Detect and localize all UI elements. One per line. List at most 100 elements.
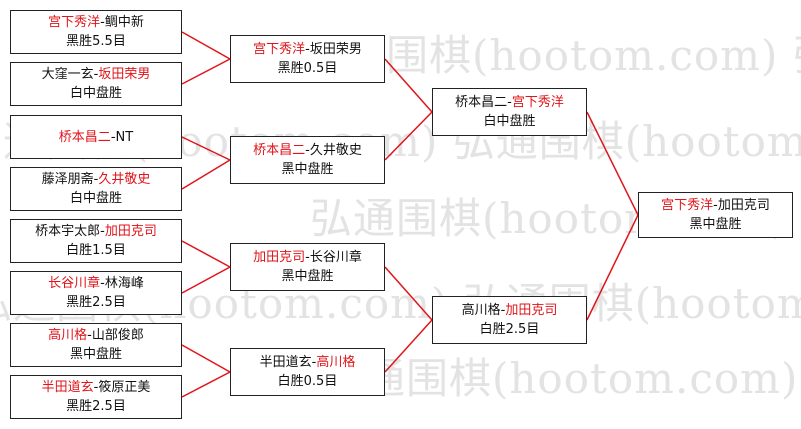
separator: - bbox=[100, 224, 105, 239]
player-name: 桥本昌二 bbox=[455, 95, 508, 110]
match-players: 半田道玄-高川格 bbox=[260, 353, 356, 372]
bracket-line bbox=[181, 136, 231, 161]
match-players: 加田克司-长谷川章 bbox=[253, 248, 362, 267]
match-result: 黑胜5.5目 bbox=[66, 34, 126, 49]
match-box-r3-2: 高川格-加田克司白胜2.5目 bbox=[432, 296, 587, 344]
match-box-r1-6: 长谷川章-林海峰黑胜2.5目 bbox=[10, 271, 182, 315]
match-box-r1-1: 宫下秀洋-鲷中新黑胜5.5目 bbox=[10, 10, 182, 54]
match-result: 白胜2.5目 bbox=[479, 322, 540, 337]
winner-name: 宫下秀洋 bbox=[661, 198, 714, 213]
bracket-line bbox=[384, 111, 433, 161]
match-result: 黑胜2.5目 bbox=[66, 399, 126, 414]
winner-name: 半田道玄 bbox=[41, 380, 94, 395]
match-box-r3-1: 桥本昌二-宫下秀洋白中盘胜 bbox=[432, 88, 587, 136]
match-players: 高川格-山部俊郎 bbox=[48, 326, 144, 345]
match-result: 白中盘胜 bbox=[483, 114, 536, 129]
player-name: 山部俊郎 bbox=[91, 328, 144, 343]
player-name: 高川格 bbox=[461, 303, 501, 318]
match-result: 黑中盘胜 bbox=[689, 217, 742, 232]
bracket-line bbox=[586, 111, 639, 216]
match-box-r1-8: 半田道玄-筱原正美黑胜2.5目 bbox=[10, 375, 182, 419]
winner-name: 桥本昌二 bbox=[253, 143, 306, 158]
player-name: 坂田荣男 bbox=[309, 42, 362, 57]
match-box-r4-1: 宫下秀洋-加田克司黑中盘胜 bbox=[638, 192, 793, 238]
match-players: 宫下秀洋-鲷中新 bbox=[48, 13, 144, 32]
winner-name: 加田克司 bbox=[253, 250, 306, 265]
match-result: 白中盘胜 bbox=[69, 86, 122, 101]
separator: - bbox=[507, 95, 512, 110]
player-name: 林海峰 bbox=[104, 276, 144, 291]
match-players: 桥本昌二-久井敬史 bbox=[253, 141, 362, 160]
match-players: 半田道玄-筱原正美 bbox=[42, 378, 151, 397]
separator: - bbox=[100, 276, 105, 291]
winner-name: 宫下秀洋 bbox=[511, 95, 564, 110]
match-box-r1-2: 大窪一玄-坂田荣男白中盘胜 bbox=[10, 62, 182, 106]
match-players: 桥本宇太郎-加田克司 bbox=[35, 222, 157, 241]
winner-name: 久井敬史 bbox=[98, 172, 151, 187]
winner-name: 长谷川章 bbox=[48, 276, 101, 291]
match-box-r2-3: 加田克司-长谷川章黑中盘胜 bbox=[230, 243, 385, 291]
match-players: 高川格-加田克司 bbox=[462, 301, 558, 320]
winner-name: 宫下秀洋 bbox=[48, 15, 101, 30]
winner-name: 宫下秀洋 bbox=[253, 42, 306, 57]
separator: - bbox=[311, 355, 317, 370]
match-box-r2-2: 桥本昌二-久井敬史黑中盘胜 bbox=[230, 136, 385, 184]
match-result: 黑中盘胜 bbox=[69, 347, 122, 362]
separator: - bbox=[110, 129, 116, 145]
match-box-r1-7: 高川格-山部俊郎黑中盘胜 bbox=[10, 323, 182, 367]
bracket-line bbox=[181, 31, 231, 60]
player-name: 鲷中新 bbox=[104, 15, 144, 30]
bracket-line bbox=[181, 240, 231, 268]
match-box-r2-1: 宫下秀洋-坂田荣男黑胜0.5目 bbox=[230, 35, 385, 83]
player-name: 长谷川章 bbox=[309, 250, 362, 265]
match-result: 白胜0.5目 bbox=[277, 374, 338, 389]
match-result: 白胜1.5目 bbox=[66, 243, 126, 258]
player-name: NT bbox=[115, 129, 134, 145]
winner-name: 高川格 bbox=[316, 355, 356, 370]
bracket-line bbox=[384, 58, 433, 113]
winner-name: 加田克司 bbox=[104, 224, 157, 239]
bracket-line bbox=[384, 266, 433, 321]
player-name: 大窪一玄 bbox=[41, 67, 94, 82]
match-result: 黑中盘胜 bbox=[281, 269, 334, 284]
separator: - bbox=[87, 328, 92, 343]
player-name: 桥本宇太郎 bbox=[35, 224, 101, 239]
match-players: 长谷川章-林海峰 bbox=[48, 274, 144, 293]
player-name: 筱原正美 bbox=[98, 380, 151, 395]
match-result: 黑中盘胜 bbox=[281, 162, 334, 177]
player-name: 半田道玄 bbox=[259, 355, 312, 370]
separator: - bbox=[93, 172, 99, 187]
match-players: 藤泽朋斋-久井敬史 bbox=[42, 170, 151, 189]
winner-name: 高川格 bbox=[48, 328, 88, 343]
winner-name: 桥本昌二 bbox=[58, 129, 111, 145]
match-result: 黑胜2.5目 bbox=[66, 295, 126, 310]
winner-name: 加田克司 bbox=[505, 303, 558, 318]
match-result: 黑胜0.5目 bbox=[277, 61, 338, 76]
bracket-line bbox=[181, 159, 231, 190]
match-box-r1-3: 桥本昌二-NT bbox=[10, 115, 182, 159]
separator: - bbox=[93, 380, 99, 395]
separator: - bbox=[305, 250, 310, 265]
match-box-r1-4: 藤泽朋斋-久井敬史白中盘胜 bbox=[10, 167, 182, 211]
match-box-r1-5: 桥本宇太郎-加田克司白胜1.5目 bbox=[10, 219, 182, 263]
separator: - bbox=[305, 143, 310, 158]
match-players: 宫下秀洋-坂田荣男 bbox=[253, 40, 362, 59]
player-name: 加田克司 bbox=[717, 198, 770, 213]
bracket-line bbox=[181, 371, 231, 398]
separator: - bbox=[713, 198, 718, 213]
match-result: 白中盘胜 bbox=[69, 191, 122, 206]
separator: - bbox=[100, 15, 105, 30]
match-box-r2-4: 半田道玄-高川格白胜0.5目 bbox=[230, 348, 385, 396]
separator: - bbox=[500, 303, 506, 318]
bracket-line bbox=[181, 344, 231, 373]
match-players: 宫下秀洋-加田克司 bbox=[661, 196, 770, 215]
separator: - bbox=[305, 42, 310, 57]
winner-name: 坂田荣男 bbox=[98, 67, 151, 82]
bracket-line bbox=[181, 266, 231, 294]
player-name: 久井敬史 bbox=[309, 143, 362, 158]
player-name: 藤泽朋斋 bbox=[41, 172, 94, 187]
bracket-line bbox=[586, 214, 639, 321]
match-players: 桥本昌二-宫下秀洋 bbox=[455, 93, 564, 112]
match-players: 桥本昌二-NT bbox=[59, 128, 133, 147]
